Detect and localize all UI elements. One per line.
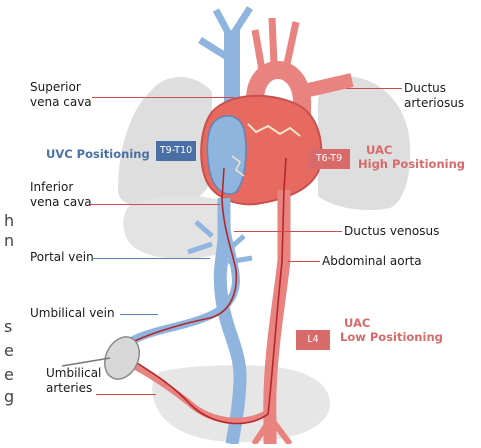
label-ivc-line1: Inferior	[30, 180, 92, 195]
uac-high-line2: High Positioning	[358, 157, 465, 171]
liver	[123, 196, 232, 259]
svc-branches	[200, 8, 250, 60]
uac-low-line2: Low Positioning	[340, 330, 443, 344]
uvc-positioning-title: UVC Positioning	[46, 147, 150, 161]
umbilical-cord-line	[62, 358, 110, 366]
arch-branch-1	[255, 18, 296, 70]
uac-low-line1: UAC	[340, 316, 443, 330]
uac-high-line1: UAC	[358, 143, 465, 157]
label-umbilical-arteries: Umbilical arteries	[46, 366, 101, 396]
edge-text-5: e	[4, 366, 14, 384]
leader-portal-vein	[92, 258, 210, 259]
label-da-line2: arteriosus	[404, 96, 464, 111]
edge-text-6: g	[4, 388, 14, 406]
leader-abdominal-aorta	[288, 261, 320, 262]
leader-umbilical-vein	[120, 314, 158, 315]
label-ductus-arteriosus: Ductus arteriosus	[404, 81, 464, 111]
label-umbilical-vein: Umbilical vein	[30, 306, 115, 321]
leader-ductus-arteriosus	[346, 88, 402, 89]
uvc-badge: T9-T10	[156, 141, 196, 161]
right-atrium	[207, 116, 246, 194]
label-ua-line2: arteries	[46, 381, 101, 396]
leader-svc	[92, 97, 234, 98]
label-ductus-venosus: Ductus venosus	[344, 224, 439, 239]
edge-text-4: e	[4, 342, 14, 360]
leader-ductus-venosus	[234, 231, 342, 232]
uac-high-badge: T6-T9	[308, 149, 350, 169]
label-abdominal-aorta: Abdominal aorta	[322, 254, 422, 269]
leader-ivc	[90, 204, 220, 205]
label-superior-vena-cava: Superior vena cava	[30, 80, 92, 110]
uac-low-callout: UAC Low Positioning	[340, 316, 443, 344]
label-svc-line2: vena cava	[30, 95, 92, 110]
label-ivc-line2: vena cava	[30, 195, 92, 210]
label-svc-line1: Superior	[30, 80, 92, 95]
leader-umbilical-arteries	[96, 394, 156, 395]
uac-high-callout: UAC High Positioning	[358, 143, 465, 171]
label-inferior-vena-cava: Inferior vena cava	[30, 180, 92, 210]
label-portal-vein: Portal vein	[30, 250, 94, 265]
label-da-line1: Ductus	[404, 81, 464, 96]
edge-text-1: h	[4, 212, 14, 230]
edge-text-3: s	[4, 318, 12, 336]
edge-text-2: n	[4, 232, 14, 250]
uac-low-badge: L4	[296, 330, 330, 350]
label-ua-line1: Umbilical	[46, 366, 101, 381]
